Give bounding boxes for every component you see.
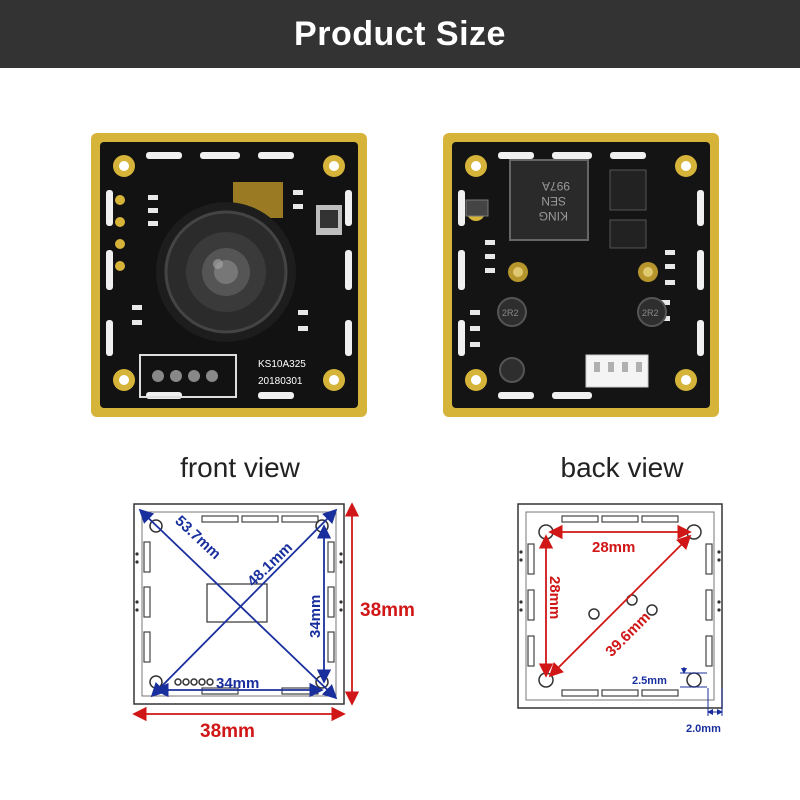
front-inner-height-label: 34mm xyxy=(307,595,324,638)
back-view-label: back view xyxy=(560,452,684,483)
chip-line-2: SEN xyxy=(541,194,566,208)
front-board-date: 20180301 xyxy=(258,376,303,387)
title-banner: Product Size xyxy=(0,0,800,68)
front-diag-2-label: 48.1mm xyxy=(244,539,296,590)
front-board-model: KS10A325 xyxy=(258,359,306,370)
chip-line-1: 997A xyxy=(542,179,570,193)
page-title: Product Size xyxy=(294,14,506,53)
front-dimension-diagram: 53.7mm 48.1mm 34mm 34mm 38mm 38mm xyxy=(132,502,415,742)
back-board-photo: 997A SEN KING 2R2 2R2 xyxy=(443,133,719,417)
back-left-span-label: 28mm xyxy=(546,576,563,619)
front-view-label: front view xyxy=(180,452,300,483)
front-outer-height-label: 38mm xyxy=(360,600,415,621)
chip-line-3: KING xyxy=(539,209,568,223)
front-diag-1-label: 53.7mm xyxy=(172,512,224,563)
back-dimension-diagram: 28mm 28mm 39.6mm 2.5mm 2.0mm xyxy=(517,503,723,735)
back-top-span-label: 28mm xyxy=(592,539,635,556)
front-inner-width-label: 34mm xyxy=(216,675,259,692)
front-outer-width-label: 38mm xyxy=(200,721,255,742)
back-edge-offset-label: 2.0mm xyxy=(686,723,721,735)
back-hole-diameter-label: 2.5mm xyxy=(632,675,667,687)
inductor-label-right: 2R2 xyxy=(642,308,659,318)
inductor-label-left: 2R2 xyxy=(502,308,519,318)
front-board-photo: KS10A325 20180301 xyxy=(91,133,367,417)
